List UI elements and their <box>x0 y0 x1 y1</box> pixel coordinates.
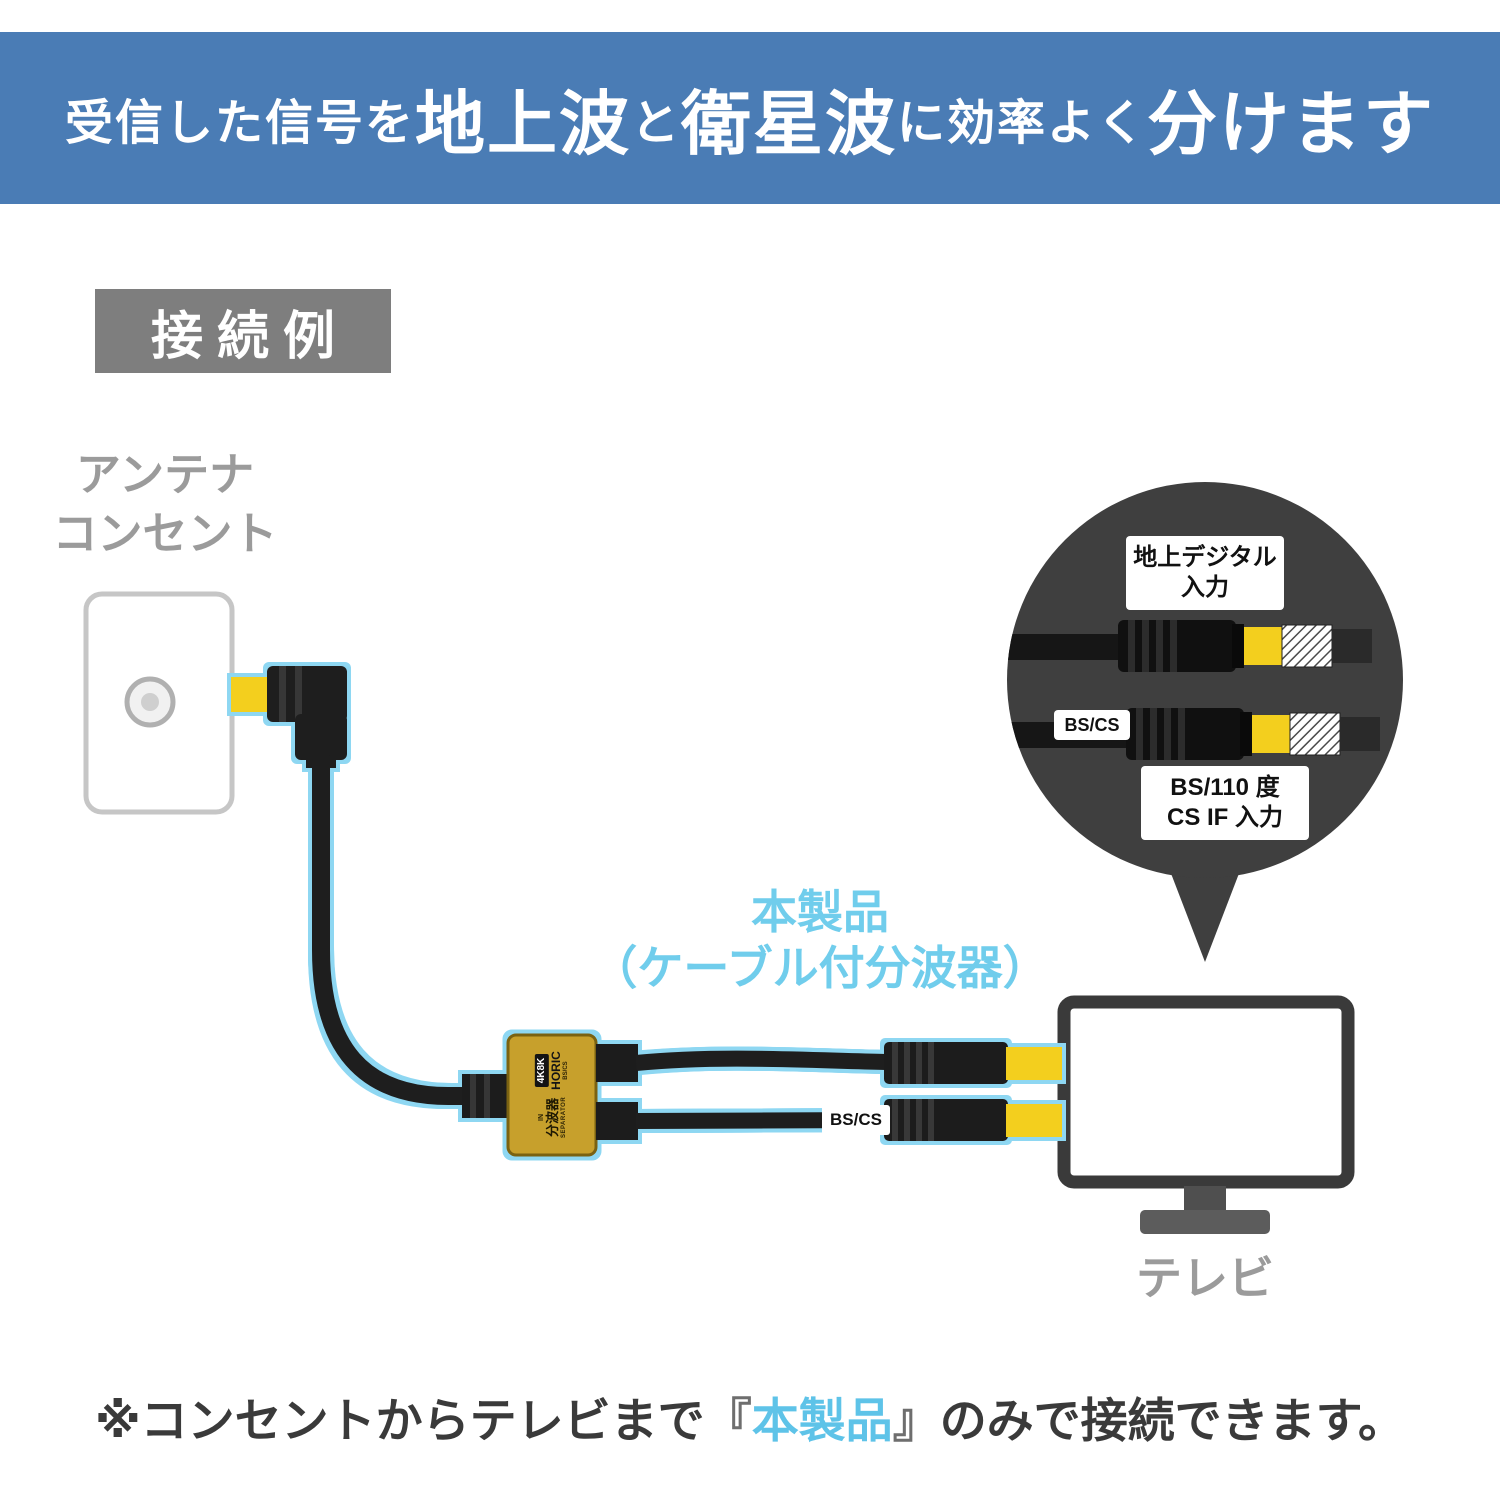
header-text-keyword: 地上波 <box>414 84 631 163</box>
footer-note: ※コンセントからテレビまで『本製品』のみで接続できます。 <box>0 1382 1500 1451</box>
connector-tip-yellow <box>231 677 271 712</box>
magnifier-pointer <box>1162 850 1248 962</box>
header-text-segment: と <box>630 97 681 150</box>
output-cable-terrestrial <box>635 1050 887 1071</box>
connector-tip-yellow <box>1244 627 1282 665</box>
splitter-body <box>462 1033 638 1157</box>
footer-bracket-close: 』 <box>892 1394 940 1447</box>
tv <box>1057 995 1355 1234</box>
satellite-input-label: BS/110 度 CS IF 入力 <box>1141 766 1309 840</box>
bs-cs-cable-tag: BS/CS <box>822 1105 890 1135</box>
antenna-outlet-label-line2: コンセント <box>52 507 278 559</box>
footer-product-name: 本製品 <box>751 1394 893 1447</box>
input-cable <box>312 749 475 1105</box>
magnified-connector-terrestrial <box>1007 620 1372 672</box>
header-text-keyword: 衛星波 <box>681 84 897 163</box>
connector-tip-yellow <box>1006 1104 1062 1137</box>
footer-text: のみで接続できます。 <box>939 1394 1405 1447</box>
header-text-segment: に効率よく <box>897 97 1148 150</box>
connector-thread <box>1281 624 1333 668</box>
header-text-segment: 受信した信号を <box>64 97 415 150</box>
product-callout: 本製品 （ケーブル付分波器） <box>520 884 1120 996</box>
product-callout-line1: 本製品 <box>751 886 889 938</box>
connector-tip-yellow <box>1252 715 1290 753</box>
wall-outlet <box>83 591 235 815</box>
magnifier-bs-cs-tag: BS/CS <box>1054 710 1130 740</box>
header-text-keyword: 分けます <box>1147 84 1436 163</box>
footer-bracket-open: 『 <box>704 1394 752 1447</box>
terrestrial-input-label: 地上デジタル 入力 <box>1126 536 1284 610</box>
tv-label: テレビ <box>1136 1252 1274 1304</box>
header-banner: 受信した信号を 地上波 と 衛星波 に効率よく 分けます <box>0 32 1500 204</box>
satellite-input-label-line1: BS/110 度 <box>1170 774 1280 801</box>
satellite-input-label-line2: CS IF 入力 <box>1166 804 1283 831</box>
antenna-outlet-label: アンテナ コンセント <box>25 446 305 563</box>
l-connector <box>231 666 347 768</box>
terrestrial-input-label-line2: 入力 <box>1181 574 1229 601</box>
connector-thread <box>1289 712 1341 756</box>
tv-connector-satellite <box>884 1099 1062 1141</box>
product-callout-line2: （ケーブル付分波器） <box>591 942 1049 995</box>
antenna-outlet-label-line1: アンテナ <box>75 449 255 500</box>
footer-text: ※コンセントからテレビまで <box>94 1394 705 1447</box>
terrestrial-input-label-line1: 地上デジタル <box>1133 544 1277 571</box>
connector-tip-yellow <box>1006 1047 1062 1080</box>
connection-example-label: 接続例 <box>95 289 391 373</box>
tv-connector-terrestrial <box>884 1042 1062 1084</box>
